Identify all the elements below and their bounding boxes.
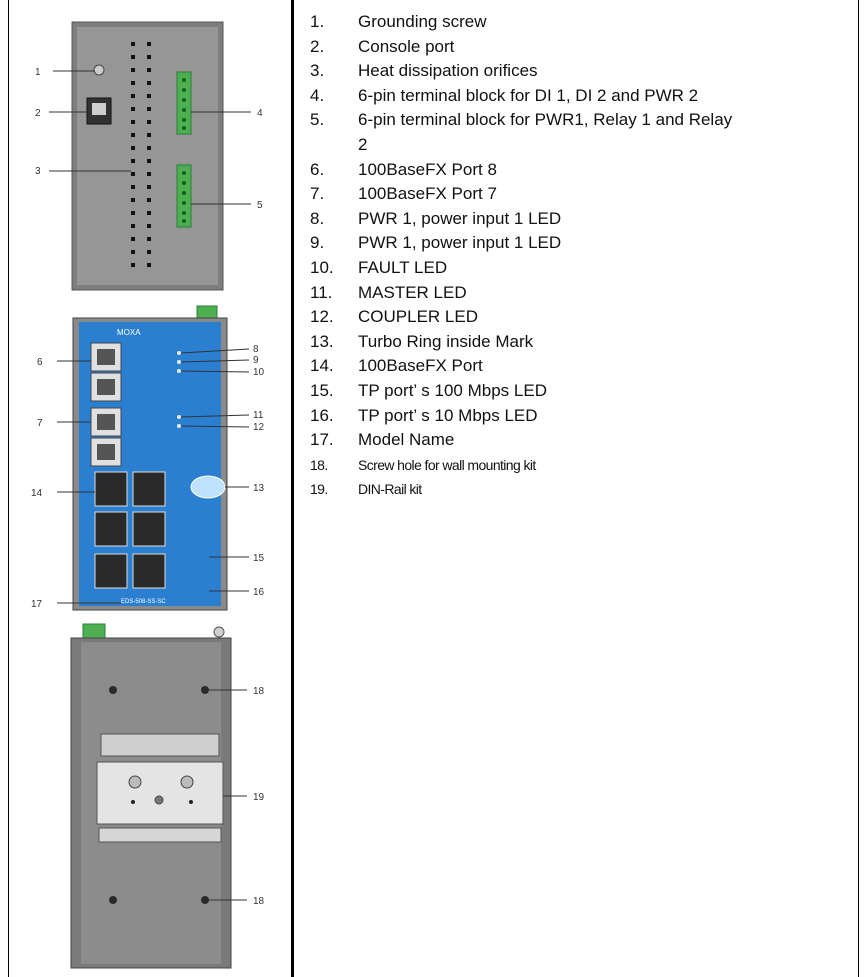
callout-14: 14	[31, 488, 43, 499]
wall-mount-screw-hole	[109, 896, 117, 904]
heat-dissipation-orifices	[131, 42, 151, 267]
legend-item: 12.COUPLER LED	[310, 307, 478, 327]
legend-item: 11.MASTER LED	[310, 282, 467, 302]
callout-18-bottom: 18	[253, 896, 265, 907]
legend-item: 7.100BaseFX Port 7	[310, 184, 497, 204]
rear-view: 18 19 18	[70, 623, 265, 969]
wall-mount-screw-hole	[201, 686, 209, 694]
legend-item: 16.TP port’ s 10 Mbps LED	[310, 405, 538, 425]
page-frame	[8, 0, 859, 977]
legend-item: 8.PWR 1, power input 1 LED	[310, 208, 562, 228]
front-view: MOXA EDS-508-SS-SC	[31, 305, 265, 611]
legend-item: 14.100BaseFX Port	[310, 356, 483, 376]
turbo-ring-mark	[190, 475, 226, 499]
legend-item: 9.PWR 1, power input 1 LED	[310, 233, 562, 253]
legend-item: 2.Console port	[310, 36, 455, 56]
callout-11: 11	[253, 410, 264, 421]
column-divider	[291, 0, 294, 977]
legend-item: 13.Turbo Ring inside Mark	[310, 331, 534, 351]
callout-19: 19	[253, 792, 265, 803]
callout-5: 5	[257, 200, 263, 211]
wall-mount-screw-hole	[109, 686, 117, 694]
wall-mount-screw-hole	[201, 896, 209, 904]
din-rail-kit	[96, 733, 224, 843]
callout-15: 15	[253, 553, 265, 564]
callout-13: 13	[253, 483, 265, 494]
legend-item: 4.6-pin terminal block for DI 1, DI 2 an…	[310, 85, 699, 105]
legend-item: 15.TP port’ s 100 Mbps LED	[310, 380, 547, 400]
legend-item: 18.Screw hole for wall mounting kit	[310, 456, 536, 473]
brand-logo: MOXA	[117, 328, 141, 337]
fiber-ports	[90, 342, 122, 467]
component-legend: 1.Grounding screw 2.Console port 3.Heat …	[300, 10, 845, 502]
callout-3: 3	[35, 166, 41, 177]
terminal-block-pwr1-relay	[176, 164, 192, 228]
callout-1: 1	[35, 67, 41, 78]
legend-item: 19.DIN-Rail kit	[310, 481, 422, 498]
legend-item: 6.100BaseFX Port 8	[310, 159, 497, 179]
grounding-screw	[93, 64, 105, 76]
terminal-block-di-pwr2	[176, 71, 192, 135]
callout-2: 2	[35, 108, 41, 119]
device-figure: 1 2 3 4 5 MOXA	[31, 21, 265, 969]
callout-10: 10	[253, 367, 265, 378]
legend-item: 5.6-pin terminal block for PWR1, Relay 1…	[310, 110, 733, 130]
model-name-label: EDS-508-SS-SC	[121, 599, 166, 605]
callout-16: 16	[253, 587, 265, 598]
legend-item: 3.Heat dissipation orifices	[310, 61, 538, 81]
callout-8: 8	[253, 344, 259, 355]
callout-7: 7	[37, 418, 43, 429]
callout-6: 6	[37, 357, 43, 368]
rj45-ports	[94, 471, 166, 589]
callout-4: 4	[257, 108, 263, 119]
callout-9: 9	[253, 355, 259, 366]
legend-item: 2	[358, 134, 368, 154]
legend-item: 1.Grounding screw	[310, 12, 487, 31]
callout-18-top: 18	[253, 686, 265, 697]
legend-item: 17.Model Name	[310, 430, 455, 450]
legend-item: 10.FAULT LED	[310, 257, 448, 277]
callout-17: 17	[31, 599, 43, 610]
callout-12: 12	[253, 422, 265, 433]
top-view: 1 2 3 4 5	[35, 21, 263, 291]
